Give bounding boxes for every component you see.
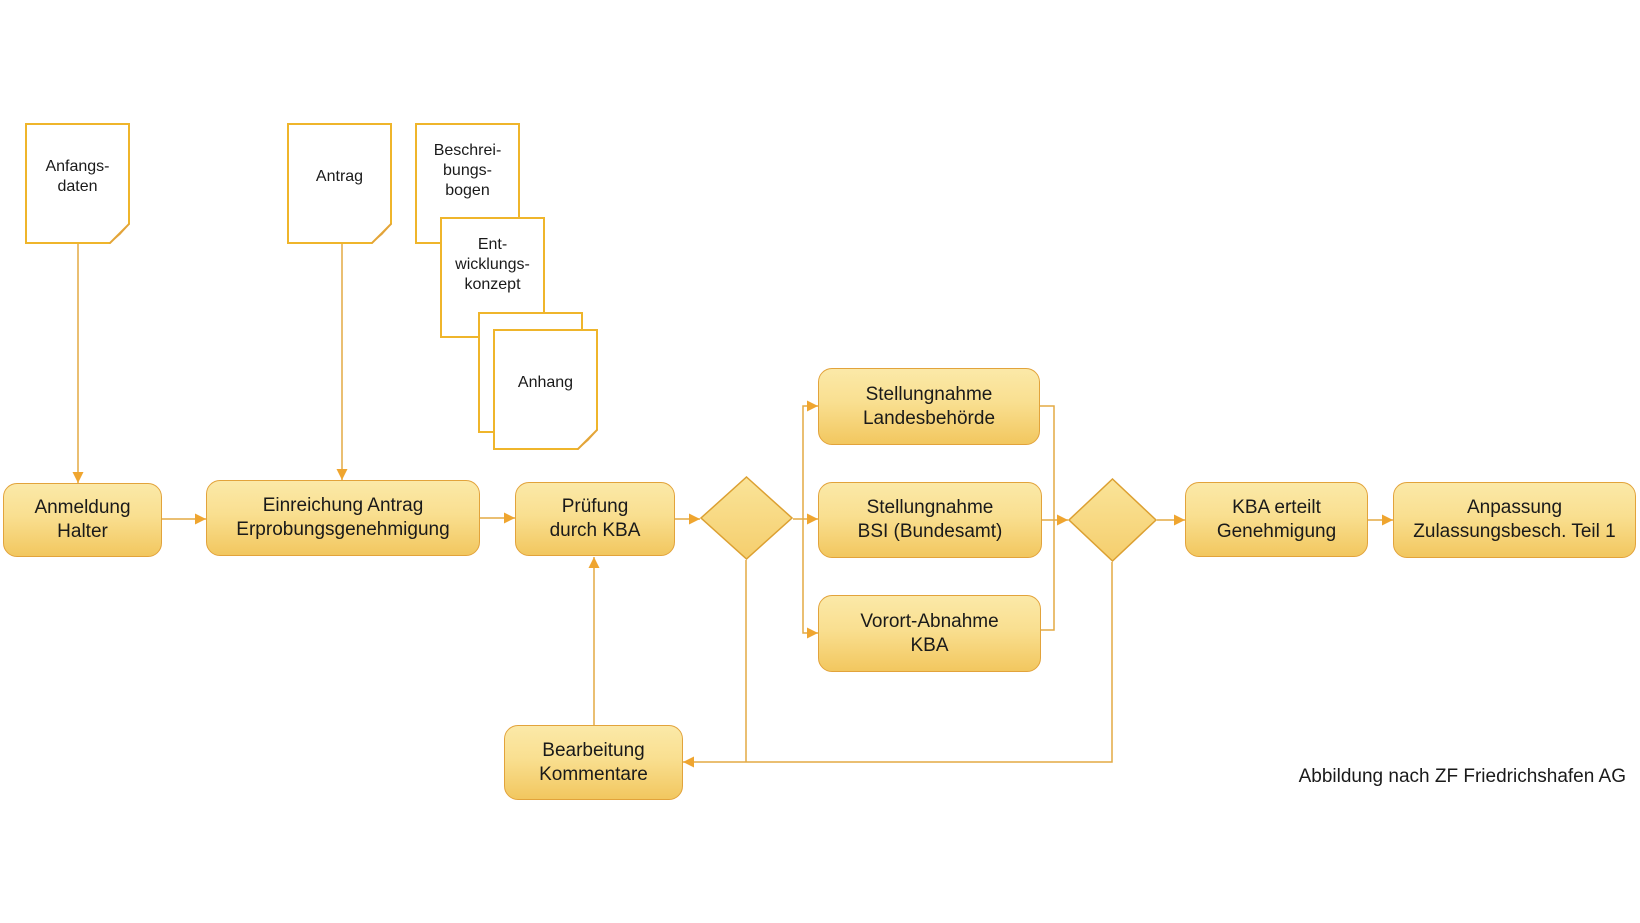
- flow-node-bearbeitung-kommentare: Bearbeitung Kommentare: [504, 725, 683, 800]
- node-label-line: Erprobungsgenehmigung: [236, 519, 450, 540]
- node-label-line: Landesbehörde: [862, 407, 996, 429]
- node-label-line: Vorort-Abnahme: [860, 610, 999, 632]
- source-caption: Abbildung nach ZF Friedrichshafen AG: [1298, 766, 1626, 787]
- flow-node-anmeldung-halter: Anmeldung Halter: [3, 483, 162, 557]
- document-label-line: Beschrei-: [433, 141, 502, 159]
- decision-diamond-2: [1068, 478, 1157, 562]
- node-label-line: Stellungnahme: [865, 383, 993, 405]
- document-label-line: Ent-: [477, 235, 508, 253]
- document-label: Beschrei- bungs- bogen: [434, 141, 502, 227]
- flow-node-stellungnahme-bsi: Stellungnahme BSI (Bundesamt): [818, 482, 1042, 558]
- flow-node-pruefung-kba: Prüfung durch KBA: [515, 482, 675, 556]
- node-label-line: KBA: [910, 634, 949, 656]
- flow-node-stellungnahme-landesbehoerde: Stellungnahme Landesbehörde: [818, 368, 1040, 445]
- document-label-line: daten: [57, 177, 98, 195]
- flow-node-anpassung-zulassungsbescheinigung: Anpassung Zulassungsbesch. Teil 1: [1393, 482, 1636, 558]
- decision-diamond-1: [700, 476, 793, 560]
- document-label-line: wicklungs-: [455, 255, 530, 273]
- document-anfangsdaten: Anfangs- daten: [25, 123, 130, 244]
- document-entwicklungskonzept: Ent- wicklungs- konzept: [440, 217, 545, 338]
- node-label-line: Anpassung: [1466, 497, 1563, 518]
- document-label-line: Antrag: [315, 167, 364, 185]
- page-outline-icon: [493, 329, 598, 450]
- document-antrag: Antrag: [287, 123, 392, 244]
- node-label-line: KBA erteilt: [1232, 496, 1321, 518]
- node-label-line: Prüfung: [561, 496, 629, 517]
- node-label-line: Stellungnahme: [866, 497, 994, 518]
- node-label-line: Einreichung Antrag: [262, 495, 424, 516]
- flow-node-vorort-abnahme-kba: Vorort-Abnahme KBA: [818, 595, 1041, 672]
- node-label-line: Bearbeitung: [542, 739, 645, 761]
- flow-node-kba-erteilt-genehmigung: KBA erteilt Genehmigung: [1185, 482, 1368, 557]
- document-anhang: Anhang: [493, 329, 598, 450]
- document-label-line: Anfangs-: [45, 157, 110, 175]
- node-label-line: durch KBA: [549, 520, 641, 541]
- node-label-line: Halter: [57, 521, 108, 542]
- document-label-line: Anhang: [517, 373, 574, 391]
- document-beschreibungsbogen: Beschrei- bungs- bogen: [415, 123, 520, 244]
- node-label-line: BSI (Bundesamt): [857, 521, 1003, 542]
- node-label-line: Kommentare: [539, 763, 648, 785]
- document-label-line: bogen: [445, 181, 490, 199]
- page-outline-icon: [287, 123, 392, 244]
- document-label-line: bungs-: [443, 161, 492, 179]
- document-label: Anhang: [518, 373, 573, 407]
- document-label: Ent- wicklungs- konzept: [455, 235, 530, 321]
- document-label: Anfangs- daten: [45, 157, 109, 211]
- node-label-line: Anmeldung: [34, 497, 131, 518]
- page-outline-icon: [25, 123, 130, 244]
- node-label-line: Zulassungsbesch. Teil 1: [1413, 521, 1616, 542]
- document-label-line: konzept: [464, 275, 521, 293]
- flow-node-einreichung-antrag: Einreichung Antrag Erprobungsgenehmigung: [206, 480, 480, 556]
- document-label: Antrag: [316, 167, 363, 201]
- node-label-line: Genehmigung: [1216, 520, 1337, 542]
